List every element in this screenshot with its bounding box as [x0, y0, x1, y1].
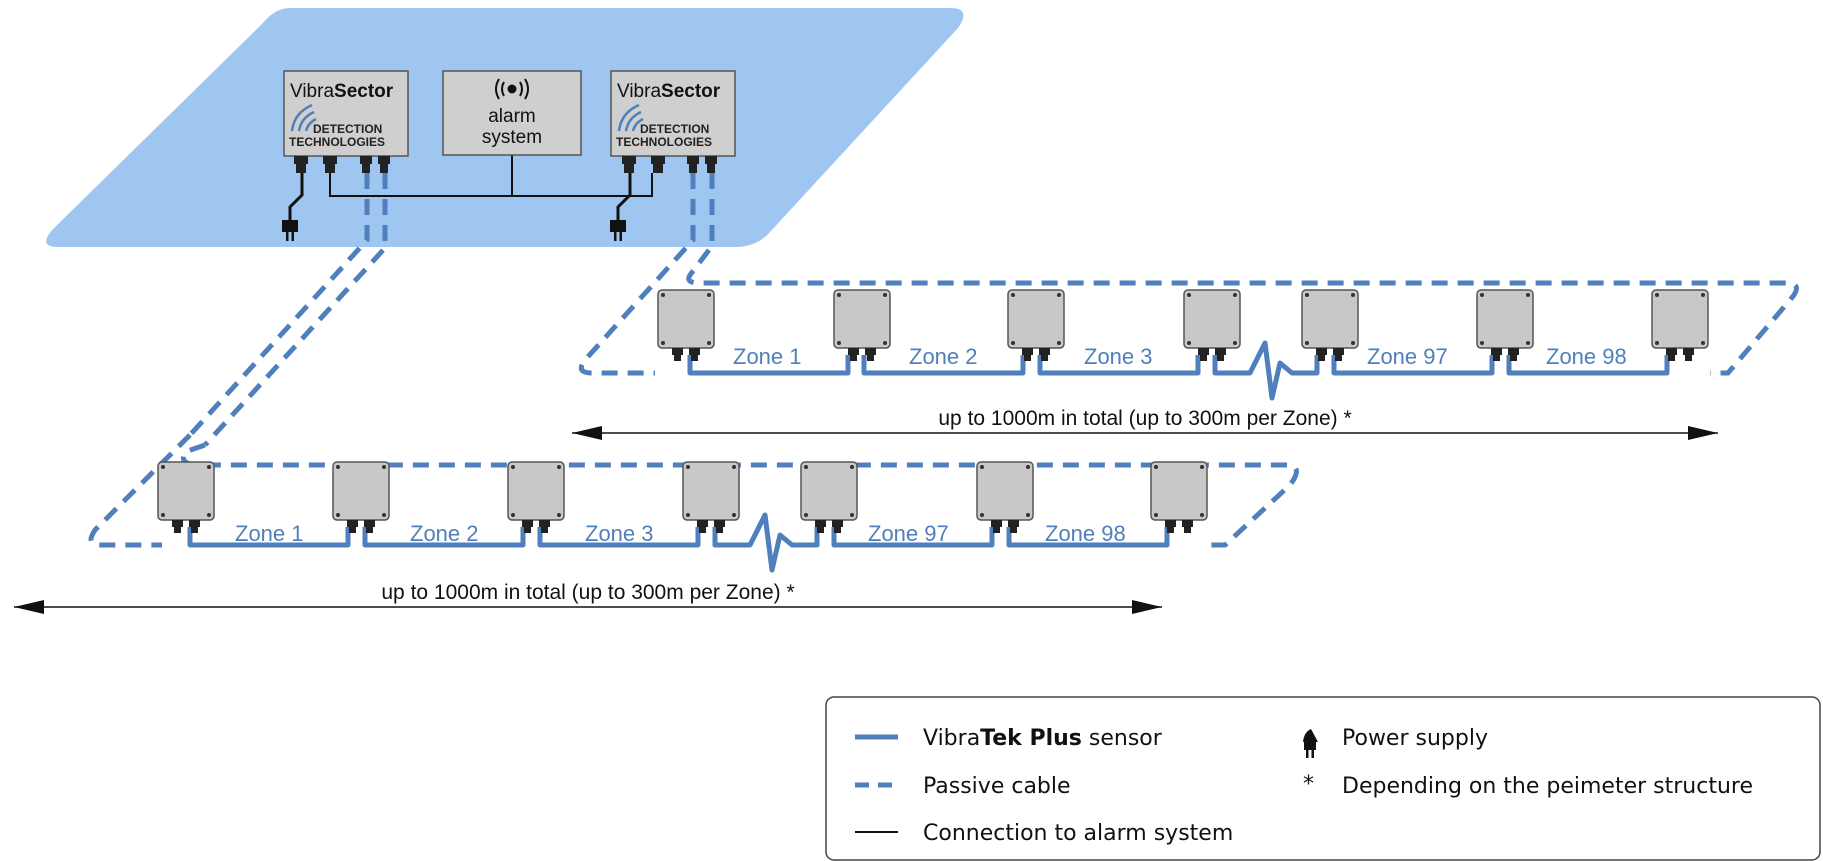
- controller-logo-line2: TECHNOLOGIES: [289, 135, 385, 149]
- controller-brand-bold: Sector: [334, 81, 394, 102]
- power-plug-icon: [1303, 729, 1318, 758]
- detection-technologies-logo-icon: [290, 103, 317, 132]
- sensor-junction-box: [1150, 461, 1208, 533]
- alarm-line2: system: [482, 127, 542, 148]
- sensor-junction-box: [1007, 289, 1065, 361]
- controller-brand-light: Vibra: [290, 81, 334, 102]
- legend-connection-label: Connection to alarm system: [923, 821, 1233, 846]
- zone-label: Zone 2: [909, 344, 978, 369]
- upper-total-length-label: up to 1000m in total (up to 300m per Zon…: [938, 407, 1351, 430]
- zone-label: Zone 1: [235, 521, 304, 546]
- sensor-junction-box: [1183, 289, 1241, 361]
- zone-label: Zone 3: [585, 521, 654, 546]
- svg-text:VibraSector: VibraSector: [290, 81, 394, 102]
- sensor-cables: [187, 340, 1670, 573]
- sensor-junction-box: [507, 461, 565, 533]
- controller-logo-line1: DETECTION: [640, 122, 709, 136]
- sensor-junction-box: [157, 461, 215, 533]
- upper-line-zone-labels: Zone 1 Zone 2 Zone 3 Zone 97 Zone 98: [733, 344, 1627, 369]
- sensor-junction-box: [1301, 289, 1359, 361]
- zone-label: Zone 2: [410, 521, 479, 546]
- sensor-junction-box: [1476, 289, 1534, 361]
- sensor-junction-box: [976, 461, 1034, 533]
- detection-technologies-logo-icon: [617, 103, 644, 132]
- lower-line-zone-labels: Zone 1 Zone 2 Zone 3 Zone 97 Zone 98: [235, 521, 1126, 546]
- sensor-junction-box: [800, 461, 858, 533]
- legend: VibraTek Plus sensor Passive cable Conne…: [825, 696, 1821, 861]
- lower-total-length-label: up to 1000m in total (up to 300m per Zon…: [381, 581, 794, 604]
- zone-label: Zone 98: [1045, 521, 1126, 546]
- legend-depending-label: Depending on the peimeter structure: [1342, 774, 1753, 799]
- vibrasector-controller: VibraSector DETECTION TECHNOLOGIES: [610, 70, 736, 173]
- controller-logo-line2: TECHNOLOGIES: [616, 135, 712, 149]
- sensor-junction-box: [833, 289, 891, 361]
- zone-label: Zone 3: [1084, 344, 1153, 369]
- zone-label: Zone 1: [733, 344, 802, 369]
- sensor-junction-box: [1651, 289, 1709, 361]
- controller-brand-light: Vibra: [617, 81, 661, 102]
- sensor-junction-box: [332, 461, 390, 533]
- zone-label: Zone 97: [868, 521, 949, 546]
- zone-label: Zone 98: [1546, 344, 1627, 369]
- sensor-junction-box: [657, 289, 715, 361]
- alarm-connection-lines: [329, 153, 653, 197]
- sensor-boxes: [157, 289, 1709, 533]
- sensor-junction-box: [682, 461, 740, 533]
- vibrasector-controller: VibraSector DETECTION TECHNOLOGIES: [283, 70, 409, 173]
- power-plug-icon: [282, 220, 298, 241]
- power-plug-icon: [610, 220, 626, 241]
- controller-brand-bold: Sector: [661, 81, 721, 102]
- passive-cables: [88, 173, 1799, 548]
- zone-label: Zone 97: [1367, 344, 1448, 369]
- broadcast-icon: [495, 78, 529, 100]
- upper-dimension-arrow: up to 1000m in total (up to 300m per Zon…: [572, 407, 1718, 440]
- svg-text:VibraSector: VibraSector: [617, 81, 721, 102]
- alarm-line1: alarm: [488, 106, 536, 127]
- controller-logo-line1: DETECTION: [313, 122, 382, 136]
- lower-dimension-arrow: up to 1000m in total (up to 300m per Zon…: [14, 581, 1162, 614]
- power-cords: [288, 173, 632, 222]
- legend-power-label: Power supply: [1342, 726, 1488, 751]
- alarm-system-box: alarm system: [442, 70, 582, 156]
- legend-passive-label: Passive cable: [923, 774, 1071, 799]
- legend-sensor-label: VibraTek Plus sensor: [923, 726, 1163, 751]
- legend-asterisk: *: [1303, 772, 1314, 797]
